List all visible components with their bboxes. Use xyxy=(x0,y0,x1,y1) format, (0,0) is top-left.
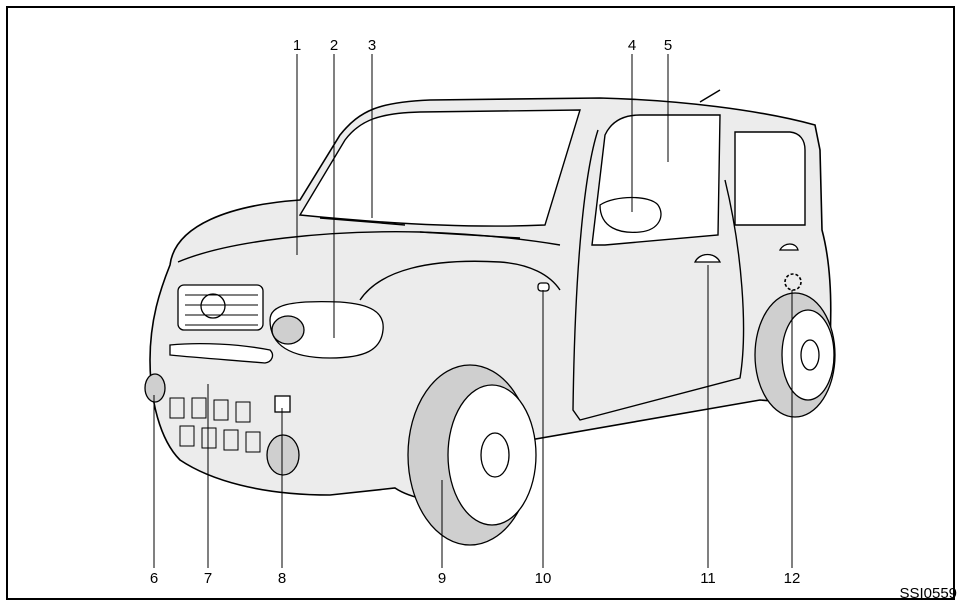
callout-11: 11 xyxy=(700,570,716,587)
callout-2: 2 xyxy=(330,37,338,54)
callout-3: 3 xyxy=(368,37,376,54)
callout-1: 1 xyxy=(293,37,301,54)
callout-10: 10 xyxy=(535,570,552,587)
callout-9: 9 xyxy=(438,570,446,587)
callout-5: 5 xyxy=(664,37,672,54)
car-illustration xyxy=(144,89,836,546)
leader-lines xyxy=(153,54,793,568)
callout-8: 8 xyxy=(278,570,286,587)
callout-labels: 1 2 3 4 5 6 7 8 9 10 11 12 xyxy=(150,37,801,587)
callout-6: 6 xyxy=(150,570,158,587)
callout-12: 12 xyxy=(784,570,801,587)
callout-7: 7 xyxy=(204,570,212,587)
figure-code: SSI0559 xyxy=(899,585,957,602)
callout-4: 4 xyxy=(628,37,636,54)
